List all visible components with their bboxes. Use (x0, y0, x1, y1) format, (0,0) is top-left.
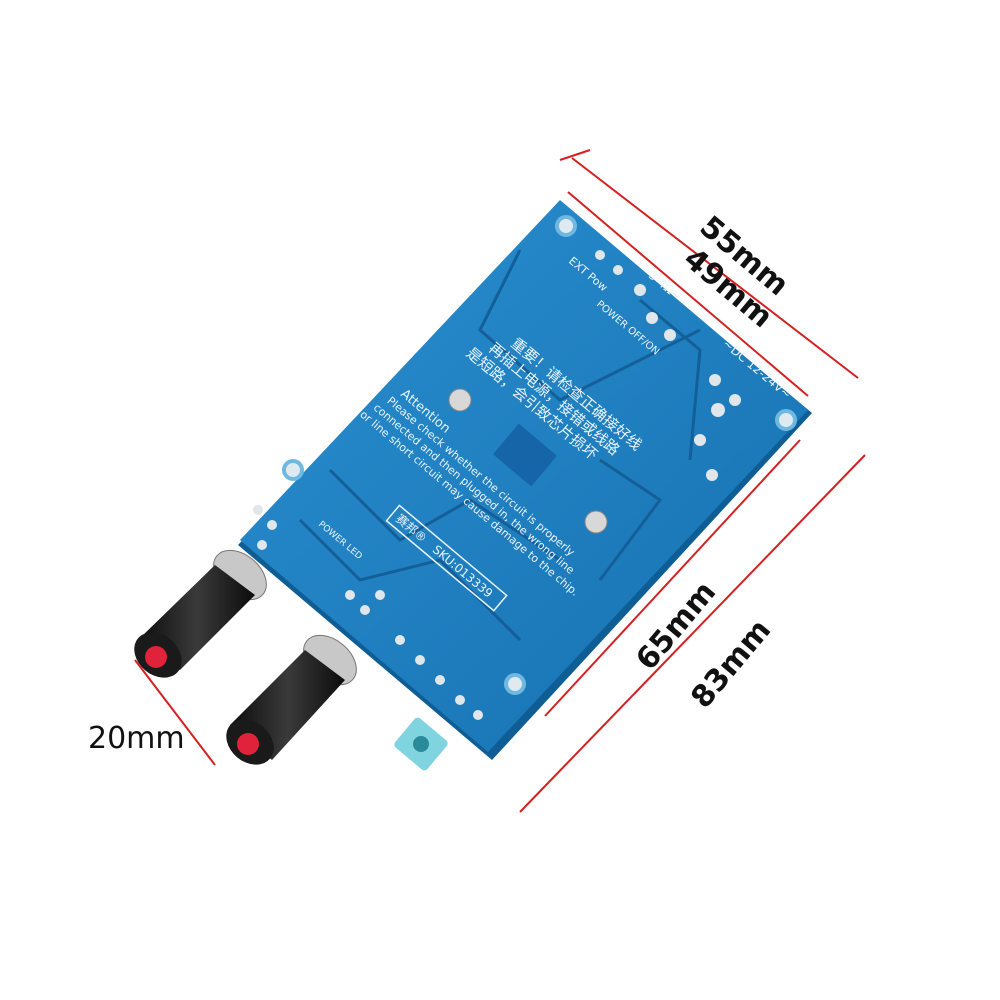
pcb-traces (298, 249, 702, 642)
dimension-line-49mm (567, 191, 809, 397)
volume-knob[interactable] (125, 540, 276, 687)
dimension-20mm: 20mm (88, 721, 185, 756)
chip-pad (492, 423, 558, 487)
dimension-line-65mm (544, 439, 801, 717)
dimension-line-20mm (134, 659, 216, 766)
solder-joints (253, 250, 741, 720)
pcb-board: EXT Pow ~3-4Ω~ POWER OFF/ON ~DC 12-24V~ … (238, 200, 812, 771)
knob-cap (145, 646, 167, 668)
dimension-lines (134, 149, 866, 813)
knob-cap (237, 733, 259, 755)
mounting-holes (282, 215, 797, 695)
dimension-line-55mm (571, 157, 859, 379)
tone-knob[interactable] (217, 625, 366, 774)
audio-jack-socket (413, 736, 429, 752)
screw-icon (584, 510, 608, 534)
dimension-line-83mm (519, 454, 866, 813)
screw-icon (448, 388, 472, 412)
